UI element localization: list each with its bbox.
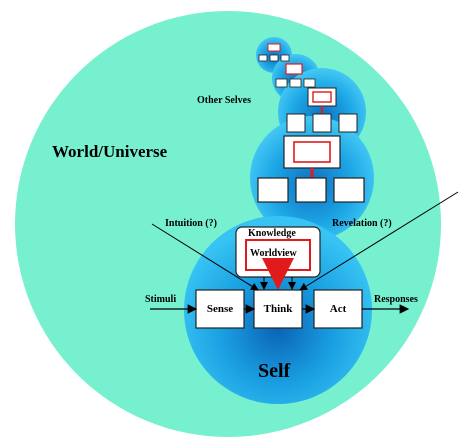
worldview-label: Worldview xyxy=(250,248,297,259)
stimuli-label: Stimuli xyxy=(145,294,177,305)
act-box xyxy=(313,289,363,329)
revelation-arrow xyxy=(299,191,459,291)
act-label: Act xyxy=(329,303,347,315)
revelation-label: Revelation (?) xyxy=(332,218,392,229)
think-label: Think xyxy=(263,303,293,315)
other-self-2-boxes xyxy=(275,63,316,88)
intuition-arrow xyxy=(151,223,259,291)
knowledge-label: Knowledge xyxy=(248,228,296,239)
think-box xyxy=(253,289,303,329)
other-selves-label: Other Selves xyxy=(197,95,251,106)
other-self-4-boxes xyxy=(257,135,365,203)
world-label: World/Universe xyxy=(52,142,168,161)
responses-label: Responses xyxy=(374,294,418,305)
sense-label: Sense xyxy=(206,303,234,315)
other-self-3-boxes xyxy=(286,87,358,133)
other-self-1-boxes xyxy=(258,43,290,62)
intuition-label: Intuition (?) xyxy=(165,218,217,229)
self-label: Self xyxy=(258,360,291,382)
